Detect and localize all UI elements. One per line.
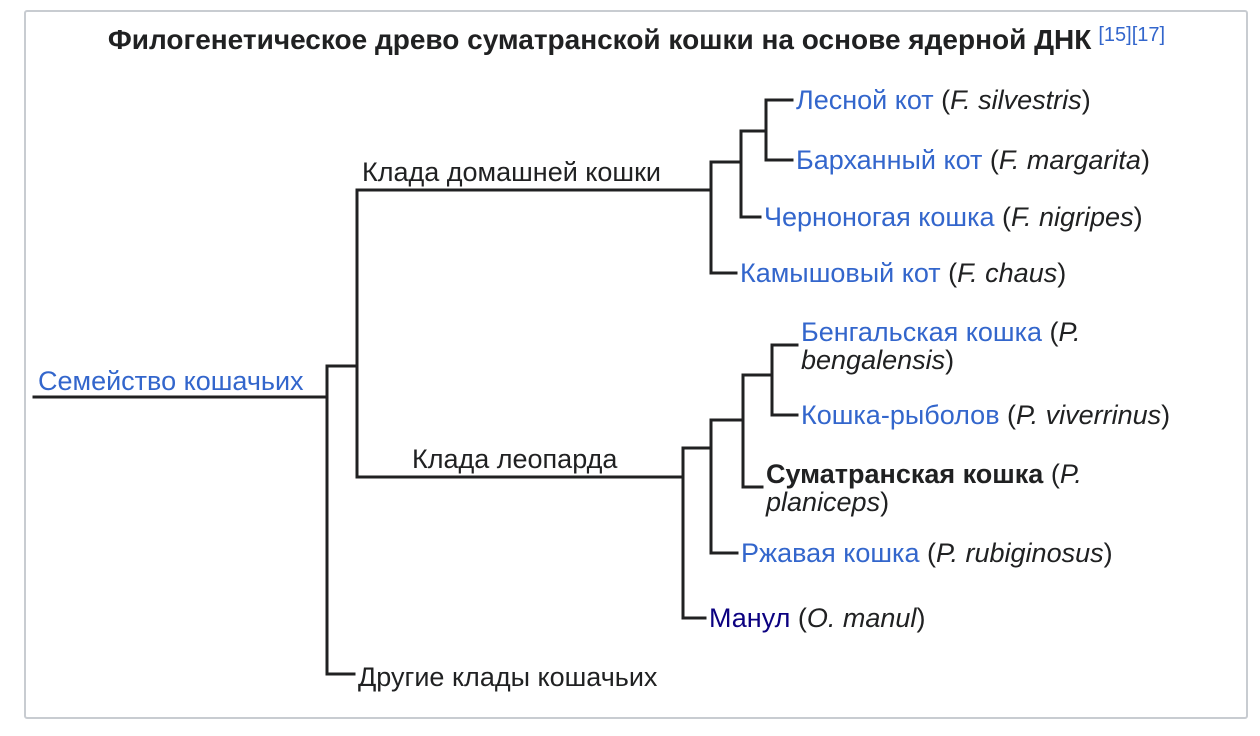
paren-close: ) (1140, 145, 1150, 175)
species-label-rubiginosus: Ржавая кошка (P. rubiginosus) (741, 539, 1113, 567)
paren-close: ) (1103, 538, 1113, 568)
species-name-planiceps: Суматранская кошка (766, 459, 1044, 489)
species-label-planiceps-current: Суматранская кошка (P. planiceps) (766, 460, 1116, 516)
paren-open: ( (1043, 459, 1060, 489)
species-sci-rubiginosus: P. rubiginosus (935, 538, 1104, 568)
figure-box (24, 10, 1248, 719)
paren-open: ( (933, 85, 951, 115)
paren-open: ( (940, 258, 958, 288)
species-sci-viverrinus: P. viverrinus (1016, 400, 1162, 430)
paren-close: ) (1057, 258, 1067, 288)
paren-close: ) (945, 345, 955, 375)
species-sci-bengalensis: P. bengalensis (801, 317, 1081, 375)
species-link-margarita[interactable]: Барханный кот (796, 145, 983, 175)
species-sci-planiceps: P. planiceps (766, 459, 1082, 517)
paren-open: ( (1042, 317, 1059, 347)
species-link-bengalensis[interactable]: Бенгальская кошка (801, 317, 1042, 347)
paren-close: ) (880, 487, 890, 517)
species-sci-manul: O. manul (806, 603, 917, 633)
species-label-nigripes: Черноногая кошка (F. nigripes) (764, 203, 1143, 231)
paren-close: ) (1161, 400, 1171, 430)
other-clades-label: Другие клады кошачьих (358, 662, 658, 692)
species-sci-nigripes: F. nigripes (1011, 202, 1134, 232)
reference-superscripts: [15][17] (1098, 24, 1165, 46)
species-link-nigripes[interactable]: Черноногая кошка (764, 202, 995, 232)
paren-open: ( (790, 603, 807, 633)
species-label-silvestris: Лесной кот (F. silvestris) (796, 86, 1091, 114)
reference-link-15[interactable]: [15] (1098, 24, 1132, 46)
species-sci-chaus: F. chaus (957, 258, 1058, 288)
paren-open: ( (919, 538, 936, 568)
species-link-viverrinus[interactable]: Кошка-рыболов (801, 400, 1000, 430)
species-label-chaus: Камышовый кот (F. chaus) (740, 259, 1066, 287)
root-label: Семейство кошачьих (38, 367, 304, 395)
species-label-margarita: Барханный кот (F. margarita) (796, 146, 1150, 174)
paren-close: ) (916, 603, 926, 633)
clade-label-leopard-cat: Клада леопарда (412, 444, 618, 474)
species-sci-margarita: F. margarita (998, 145, 1141, 175)
paren-close: ) (1081, 85, 1091, 115)
figure-title: Филогенетическое древо суматранской кошк… (25, 24, 1248, 56)
species-link-chaus[interactable]: Камышовый кот (740, 258, 941, 288)
species-label-bengalensis: Бенгальская кошка (P. bengalensis) (801, 318, 1136, 374)
paren-close: ) (1133, 202, 1143, 232)
reference-link-17[interactable]: [17] (1131, 24, 1166, 46)
species-label-viverrinus: Кошка-рыболов (P. viverrinus) (801, 401, 1170, 429)
species-sci-silvestris: F. silvestris (950, 85, 1082, 115)
species-link-silvestris[interactable]: Лесной кот (796, 85, 934, 115)
species-link-manul[interactable]: Манул (709, 603, 791, 633)
species-link-rubiginosus[interactable]: Ржавая кошка (741, 538, 920, 568)
clade-label-domestic-cat: Клада домашней кошки (362, 157, 661, 187)
paren-open: ( (982, 145, 999, 175)
paren-open: ( (994, 202, 1011, 232)
paren-open: ( (999, 400, 1017, 430)
figure-title-text: Филогенетическое древо суматранской кошк… (107, 24, 1092, 55)
root-link-felidae[interactable]: Семейство кошачьих (38, 366, 304, 396)
species-label-manul: Манул (O. manul) (709, 604, 925, 632)
